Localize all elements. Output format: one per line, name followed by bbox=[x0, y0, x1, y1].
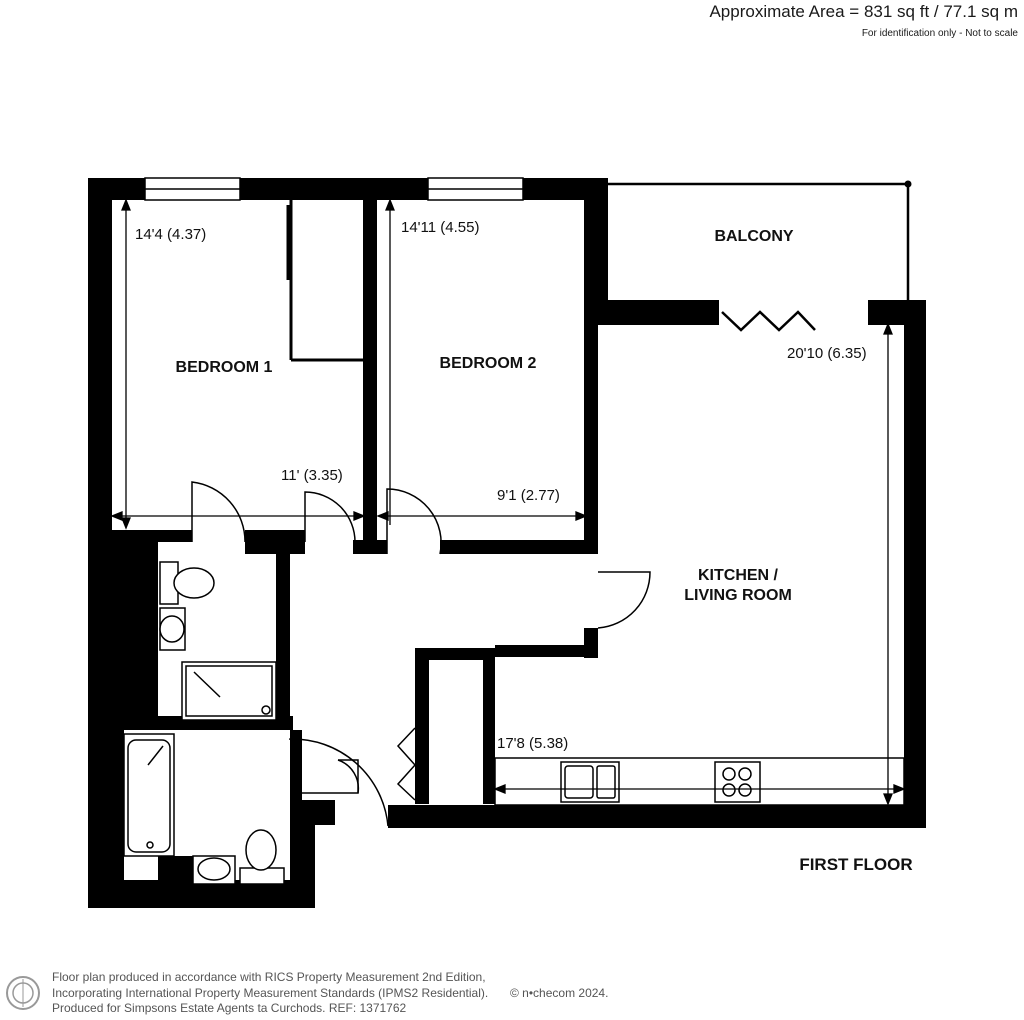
bedroom1-length: 14'4 (4.37) bbox=[135, 226, 206, 243]
doors bbox=[191, 481, 651, 827]
footer-text: Floor plan produced in accordance with R… bbox=[52, 970, 488, 1017]
fixtures bbox=[123, 561, 905, 885]
wardrobe bbox=[286, 200, 363, 362]
kitchen-label-line2: LIVING ROOM bbox=[684, 587, 792, 604]
floor-label: FIRST FLOOR bbox=[799, 855, 912, 874]
footer-line2: Incorporating International Property Mea… bbox=[52, 985, 489, 1000]
footer-line1: Floor plan produced in accordance with R… bbox=[52, 970, 486, 984]
footer-line3: Produced for Simpsons Estate Agents ta C… bbox=[52, 1001, 407, 1015]
bedroom2-width: 9'1 (2.77) bbox=[497, 487, 560, 504]
bedroom1-label: BEDROOM 1 bbox=[176, 359, 273, 376]
copyright: © n•checom 2024. bbox=[510, 985, 609, 1000]
kitchen-label-line1: KITCHEN / bbox=[698, 567, 779, 584]
kitchen-length: 20'10 (6.35) bbox=[787, 345, 867, 362]
windows bbox=[144, 177, 868, 332]
bedroom2-label: BEDROOM 2 bbox=[440, 355, 537, 372]
approximate-area: Approximate Area = 831 sq ft / 77.1 sq m bbox=[709, 2, 1018, 21]
kitchen-width: 17'8 (5.38) bbox=[497, 735, 568, 752]
dimension-lines bbox=[110, 198, 906, 806]
bedroom1-width: 11' (3.35) bbox=[281, 467, 343, 484]
rics-logo-icon bbox=[5, 975, 41, 1016]
balcony-label: BALCONY bbox=[714, 228, 793, 245]
scale-note: For identification only - Not to scale bbox=[861, 28, 1018, 39]
walls bbox=[88, 178, 926, 908]
bedroom2-length: 14'11 (4.55) bbox=[401, 219, 479, 236]
